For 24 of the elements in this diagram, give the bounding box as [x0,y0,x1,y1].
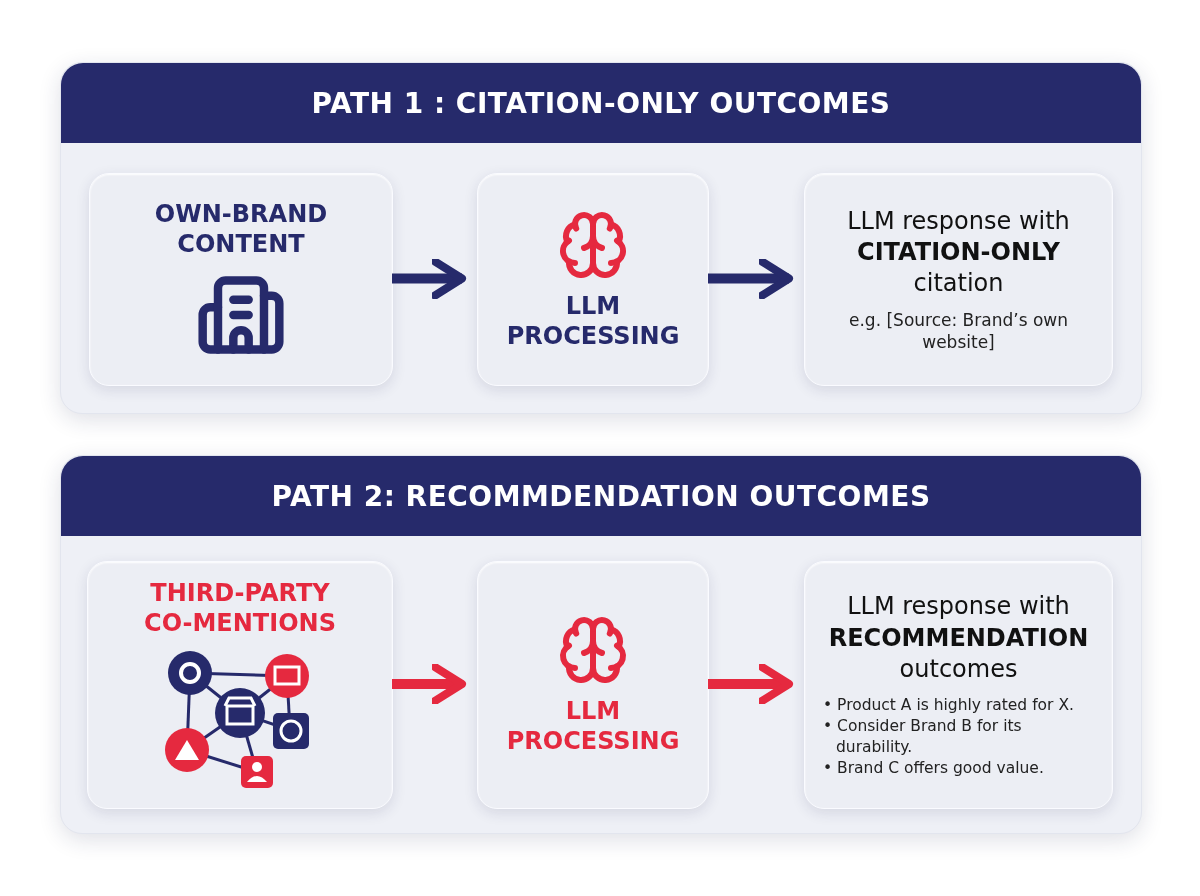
arrow [392,663,466,705]
process-card [477,561,709,809]
example-note: e.g. [Source: Brand’s own website] [848,309,1069,354]
arrow [708,663,793,705]
process-card [87,561,393,809]
path-panel [60,455,1142,834]
bullet-item: • Product A is highly rated for X. [823,694,1075,716]
path-panel [60,62,1142,414]
card-title: OWN-BRAND CONTENT [153,198,329,259]
arrow [392,257,466,300]
panel-title: PATH 2: RECOMMDENDATION OUTCOMES [271,479,931,513]
process-card [804,561,1113,809]
bullet-item: • Consider Brand B for its durability. [823,715,1023,758]
bullet-item: • Brand C offers good value. [823,757,1045,779]
response-text: LLM response with CITATION-ONLY citation [846,205,1071,299]
card-title: THIRD-PARTY CO-MENTIONS [143,578,337,638]
process-card [804,173,1113,386]
card-title: LLM PROCESSING [505,696,681,756]
process-card [89,173,393,386]
response-text: LLM response with RECOMMENDATION outcomes [827,591,1090,685]
arrow [708,257,793,300]
card-title: LLM PROCESSING [505,290,681,351]
process-card [477,173,709,386]
panel-title: PATH 1 : CITATION-ONLY OUTCOMES [311,86,891,120]
